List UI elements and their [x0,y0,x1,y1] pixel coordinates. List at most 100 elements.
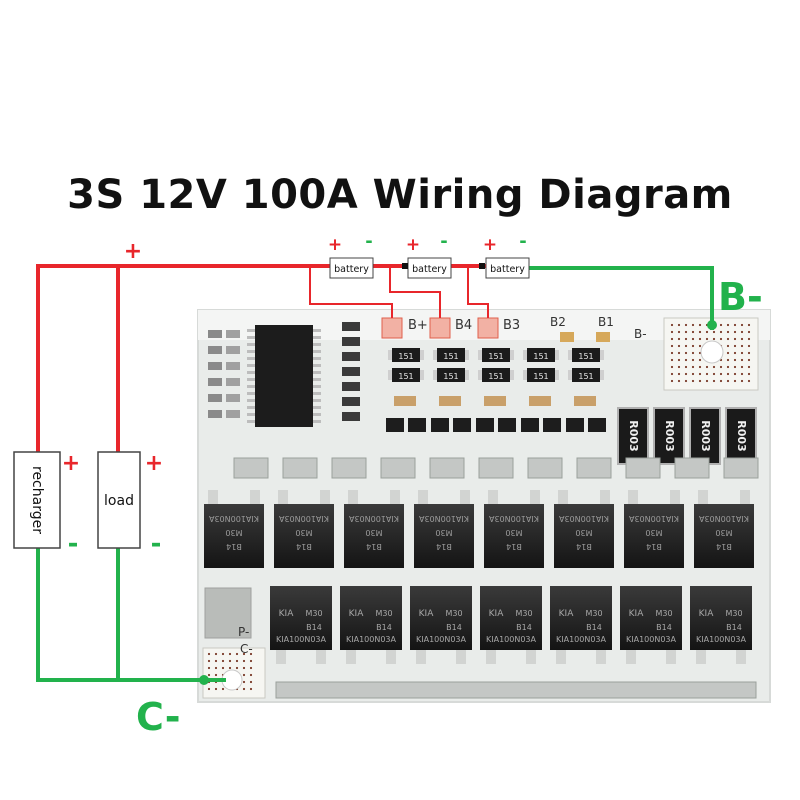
b-minus-hole [700,340,724,364]
resistor-cap [465,350,469,360]
smd-cap [439,396,461,406]
pad-dot [207,666,211,670]
pad-dot [242,666,246,670]
pad-dot [249,673,253,677]
mosfet-marking: KIA [419,609,435,619]
recharger-box [13,451,61,549]
pad-dot [726,337,730,341]
mosfet-leg [670,490,680,504]
pad-dot [249,652,253,656]
control-ic [255,325,313,427]
pad-dot [733,323,737,327]
mosfet-row-top: KIA100N03AM30B14KIA100N03AM30B14KIA100N0… [204,490,754,568]
smd-part [226,378,240,386]
battery-1: battery + - [328,231,374,279]
ic-pin [313,329,321,332]
load-label: load [104,493,134,509]
mosfet-marking: M30 [655,609,672,618]
smd-part [342,352,360,361]
pad-dot [242,687,246,691]
pad-dot [221,687,225,691]
pad-dot [719,323,723,327]
shunt-code: R003 [663,420,676,451]
ic-pin [313,350,321,353]
solder-pad [527,457,563,479]
recharger-label: recharger [29,466,45,534]
pad-dot [733,372,737,376]
pad-dot [249,666,253,670]
mosfet-marking: KIA100N03A [348,514,399,523]
label-p-minus: P- [238,625,249,639]
mosfet-marking: KIA100N03A [416,635,467,644]
pad-dot [733,337,737,341]
mosfet-marking: B14 [446,623,462,632]
smd-cap [484,396,506,406]
transistor [476,418,494,432]
label-b3: B3 [503,318,520,333]
pad-dot [719,379,723,383]
ic-pin [247,378,255,381]
ic-pin [313,371,321,374]
mosfet-marking: KIA100N03A [626,635,677,644]
solder-pad [478,457,514,479]
smd-part [342,322,360,331]
mosfet-leg [346,650,356,664]
mosfet-leg [740,490,750,504]
pad-dot [698,330,702,334]
pad-dot [698,323,702,327]
pad-dot [670,344,674,348]
transistor [521,418,539,432]
pad-dot [691,372,695,376]
smd-part [208,330,222,338]
resistor [572,348,600,362]
label-b1: B1 [598,315,614,329]
battery-1-minus: - [365,231,372,252]
mosfet-leg [526,650,536,664]
lead-b-plus [309,266,393,318]
pad-dot [747,323,751,327]
pad-dot [684,344,688,348]
solder-pad [674,457,710,479]
terminal-b-minus: B- [718,275,763,319]
mosfet [414,504,474,568]
pad-dot [705,365,709,369]
solder-pad [331,457,367,479]
resistor-code: 151 [578,372,593,381]
pad-dot [747,372,751,376]
mosfet-marking: B14 [646,542,662,551]
mosfet-marking: B14 [226,542,242,551]
pad-dot [747,379,751,383]
pad-dot [677,330,681,334]
mosfet-marking: KIA [279,609,295,619]
mosfet [690,586,752,650]
shunt-code: R003 [735,420,748,451]
mosfet [550,586,612,650]
mosfet-marking: M30 [445,609,462,618]
resistor-cap [568,350,572,360]
mosfet-leg [316,650,326,664]
pad-b2 [560,332,574,342]
mosfet-leg [278,490,288,504]
mosfet-leg [628,490,638,504]
mosfet [554,504,614,568]
ic-pin [247,371,255,374]
solder-pad [625,457,661,479]
mosfet-marking: KIA100N03A [696,635,747,644]
mosfet-leg [416,650,426,664]
pad-dot [698,379,702,383]
pad-dot [705,379,709,383]
mosfet-marking: B14 [726,623,742,632]
resistor-cap [568,370,572,380]
pad-dot [242,659,246,663]
pad-dot [726,351,730,355]
pad-dot [677,372,681,376]
mosfet-marking: B14 [436,542,452,551]
battery-3-plus: + [483,235,497,255]
pad-dot [740,337,744,341]
mosfet-marking: KIA100N03A [276,635,327,644]
mosfet-marking: B14 [576,542,592,551]
ic-pin [313,420,321,423]
pad-dot [698,372,702,376]
